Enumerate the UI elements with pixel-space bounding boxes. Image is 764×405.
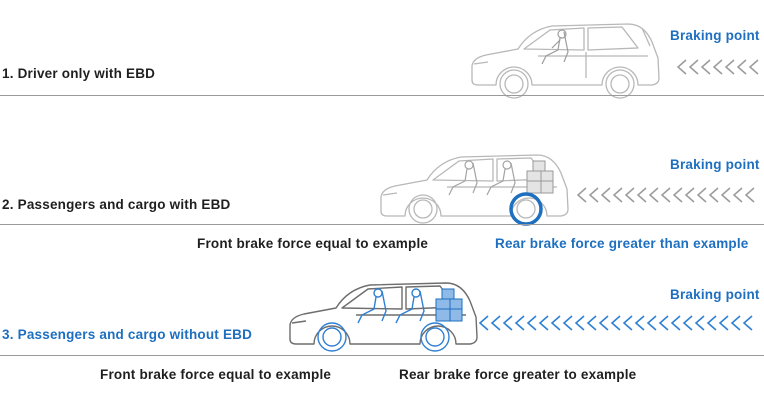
scenario-3-braking-point: Braking point [670,287,760,302]
chevron-left-icon [732,187,743,203]
chevron-left-icon [676,59,687,75]
chevron-left-icon [724,59,735,75]
chevron-left-icon [736,59,747,75]
scenario-3-front-note: Front brake force equal to example [100,367,332,382]
chevron-left-icon [720,187,731,203]
chevron-left-icon [600,187,611,203]
chevron-left-icon [718,315,729,331]
scenario-2-label: 2. Passengers and cargo with EBD [2,197,231,212]
chevron-left-icon [712,59,723,75]
scenario-3-rear-note: Rear brake force greater to example [399,367,637,382]
chevron-left-icon [744,187,755,203]
car-driver-only [471,23,660,99]
car-passengers-cargo-ebd [380,154,569,226]
chevron-left-icon [586,315,597,331]
chevron-left-icon [748,59,759,75]
scenario-1-braking-point: Braking point [670,28,760,43]
chevron-left-icon [502,315,513,331]
chevron-left-icon [624,187,635,203]
chevron-left-icon [682,315,693,331]
chevron-left-icon [708,187,719,203]
chevron-left-icon [696,187,707,203]
chevron-left-icon [634,315,645,331]
chevron-left-icon [672,187,683,203]
divider-2 [0,224,764,225]
chevron-left-icon [478,315,489,331]
chevron-left-icon [646,315,657,331]
scenario-2-braking-point: Braking point [670,157,760,172]
chevron-left-icon [612,187,623,203]
chevron-left-icon [660,187,671,203]
chevron-left-icon [730,315,741,331]
chevron-left-icon [622,315,633,331]
chevron-left-icon [550,315,561,331]
chevron-left-icon [588,187,599,203]
scenario-3-label: 3. Passengers and cargo without EBD [2,327,253,342]
scenario-2-rear-note: Rear brake force greater than example [495,236,749,251]
chevron-left-icon [526,315,537,331]
braking-chevrons-2 [576,187,755,203]
chevron-left-icon [742,315,753,331]
chevron-left-icon [598,315,609,331]
chevron-left-icon [576,187,587,203]
car-passengers-cargo-no-ebd [289,282,478,352]
chevron-left-icon [670,315,681,331]
chevron-left-icon [706,315,717,331]
chevron-left-icon [688,59,699,75]
scenario-2-front-note: Front brake force equal to example [197,236,429,251]
chevron-left-icon [694,315,705,331]
braking-chevrons-1 [676,59,759,75]
divider-3 [0,355,764,356]
chevron-left-icon [562,315,573,331]
divider-1 [0,95,764,96]
chevron-left-icon [658,315,669,331]
chevron-left-icon [648,187,659,203]
chevron-left-icon [574,315,585,331]
chevron-left-icon [490,315,501,331]
chevron-left-icon [610,315,621,331]
chevron-left-icon [514,315,525,331]
chevron-left-icon [538,315,549,331]
scenario-1-label: 1. Driver only with EBD [2,66,156,81]
chevron-left-icon [636,187,647,203]
chevron-left-icon [700,59,711,75]
braking-chevrons-3 [478,315,753,331]
chevron-left-icon [684,187,695,203]
